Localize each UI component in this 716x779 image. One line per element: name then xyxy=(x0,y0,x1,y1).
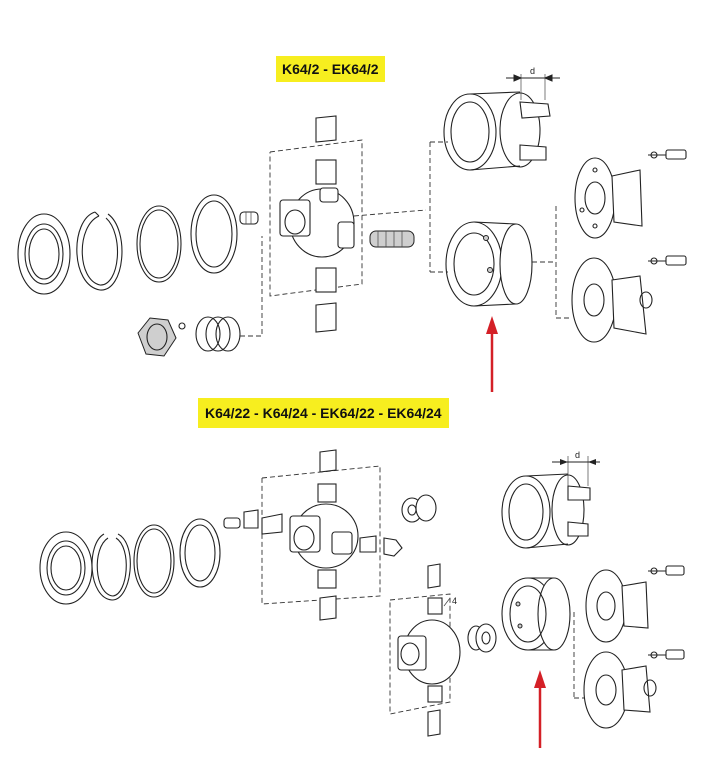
cross-housing-top xyxy=(269,139,363,297)
friction-ring-top xyxy=(190,194,238,274)
flange-bottom-lower xyxy=(573,612,657,729)
bolts-bottom xyxy=(648,565,685,660)
clutch-drum-top-lower xyxy=(429,142,556,307)
bearing-cups-bottom xyxy=(317,449,337,621)
clutch-drum-top-upper xyxy=(430,91,551,171)
seal-disc-bottom xyxy=(39,531,93,605)
snap-ring-bottom xyxy=(91,533,131,601)
o-ring-bottom xyxy=(133,524,175,598)
top-model-label: K64/2 - EK64/2 xyxy=(276,56,385,82)
bottom-assembly: 4 d xyxy=(39,449,685,748)
bearing-cups-top xyxy=(315,115,337,333)
dimension-letter-bottom: d xyxy=(575,450,580,460)
bolts-top xyxy=(648,149,687,266)
red-arrow-bottom xyxy=(534,670,546,748)
clutch-drum-bottom-upper xyxy=(501,473,591,549)
grease-nipple-bottom xyxy=(223,509,259,529)
callout-number-4: 4 xyxy=(452,596,457,606)
dimension-letter-top: d xyxy=(530,66,535,76)
o-ring-top xyxy=(136,205,182,283)
flange-top-upper xyxy=(574,157,643,239)
threaded-pin-top xyxy=(353,209,427,248)
bottom-model-label: K64/22 - K64/24 - EK64/22 - EK64/24 xyxy=(198,398,449,428)
snap-ring-top xyxy=(76,211,123,291)
seal-disc-top xyxy=(17,213,71,295)
grease-nipple-top xyxy=(239,211,259,225)
spring-coupling-bottom xyxy=(467,623,497,653)
top-assembly: d xyxy=(17,66,687,392)
cross-housing-bottom-2: 4 xyxy=(389,563,461,737)
spring-clutch-top xyxy=(137,236,263,357)
dimension-d-bottom: d xyxy=(552,450,600,486)
dimension-d-top: d xyxy=(506,66,560,100)
cross-housing-bottom xyxy=(261,465,403,605)
bushing-bottom xyxy=(401,494,437,523)
clutch-drum-bottom-lower xyxy=(501,577,571,651)
friction-ring-bottom xyxy=(179,518,221,588)
flange-top-lower xyxy=(555,206,653,343)
red-arrow-top xyxy=(486,316,498,392)
flange-bottom-upper xyxy=(585,569,649,643)
